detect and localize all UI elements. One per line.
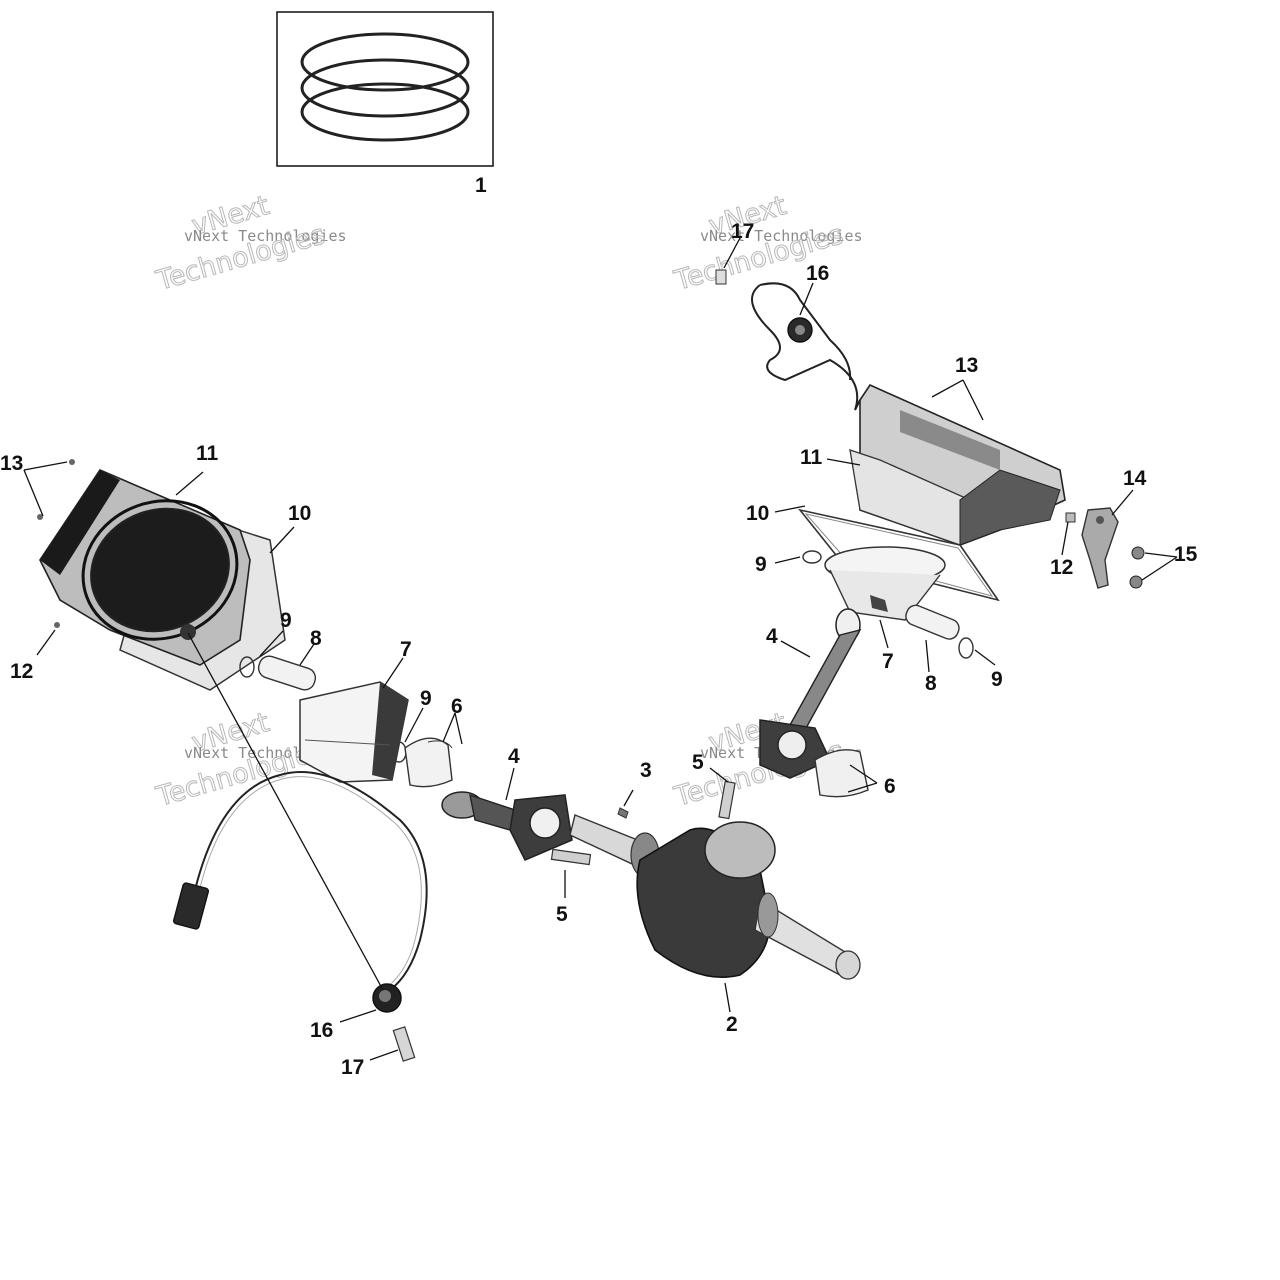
leader-lines <box>23 237 1178 1061</box>
callout-6-right: 6 <box>884 775 896 798</box>
sensor-bracket <box>1081 507 1119 589</box>
crank-key <box>617 807 629 819</box>
callout-14: 14 <box>1123 467 1147 490</box>
callout-5-lower: 5 <box>556 903 568 926</box>
right-bearing-halves <box>814 749 869 798</box>
callout-15: 15 <box>1174 543 1198 566</box>
left-bearing-halves <box>404 737 453 788</box>
bracket-bolts <box>1129 546 1145 589</box>
watermark-top-left: vNext vNext Technologies Technologies <box>152 190 347 298</box>
callout-11-left: 11 <box>196 442 219 465</box>
callout-9-d: 9 <box>991 668 1003 691</box>
callout-10-left: 10 <box>288 502 311 525</box>
callout-12-left: 12 <box>10 660 33 683</box>
callout-10-right: 10 <box>746 502 769 525</box>
svg-text:vNext Technologies: vNext Technologies <box>700 227 863 245</box>
callout-8-right: 8 <box>925 672 937 695</box>
right-connecting-rod <box>759 608 862 779</box>
left-connecting-rod <box>441 791 573 861</box>
callout-17-right: 17 <box>731 220 754 243</box>
left-rod-bolt <box>550 848 592 866</box>
callout-6-left: 6 <box>451 695 463 718</box>
callout-13-left: 13 <box>0 452 23 475</box>
left-cylinder <box>39 469 251 666</box>
right-cylinder <box>849 383 1066 546</box>
left-sensor-bolt <box>392 1026 416 1062</box>
callout-11-right: 11 <box>800 446 823 469</box>
right-rod-bolt <box>718 780 736 820</box>
right-dowel <box>1065 512 1076 523</box>
callout-12-right: 12 <box>1050 556 1073 579</box>
callout-13-right: 13 <box>955 354 978 377</box>
right-sensor-bolt <box>715 269 727 285</box>
left-studs <box>37 459 75 628</box>
piston-ring-set <box>276 11 494 167</box>
callout-labels: 1 2 3 4 4 5 5 5 6 6 7 7 8 8 9 9 9 9 10 1… <box>0 174 1198 1079</box>
left-piston <box>299 681 409 783</box>
callout-17-left: 17 <box>341 1056 364 1079</box>
callout-3: 3 <box>640 759 652 782</box>
callout-9-b: 9 <box>420 687 432 710</box>
right-cylinder-gasket <box>797 508 1000 602</box>
callout-9-a: 9 <box>280 609 292 632</box>
callout-7-right: 7 <box>882 650 894 673</box>
right-circlip <box>802 550 974 659</box>
callout-9-c: 9 <box>755 553 767 576</box>
callout-16-right: 16 <box>806 262 829 285</box>
watermark-top-right: vNext vNext Technologies Technologies <box>670 190 863 298</box>
left-wrist-pin <box>257 655 317 691</box>
callout-4-left: 4 <box>508 745 520 768</box>
callout-4-right: 4 <box>766 625 778 648</box>
callout-16-left: 16 <box>310 1019 333 1042</box>
right-sensor-harness <box>751 282 861 411</box>
left-sensor-harness <box>172 771 428 1013</box>
callout-1: 1 <box>475 174 487 197</box>
callout-7-left: 7 <box>400 638 412 661</box>
callout-2: 2 <box>726 1013 738 1036</box>
callout-8-left: 8 <box>310 627 322 650</box>
svg-text:vNext Technologies: vNext Technologies <box>184 227 347 245</box>
callout-5-upper: 5 <box>692 751 704 774</box>
right-wrist-pin <box>905 604 960 640</box>
crankshaft <box>569 814 861 980</box>
